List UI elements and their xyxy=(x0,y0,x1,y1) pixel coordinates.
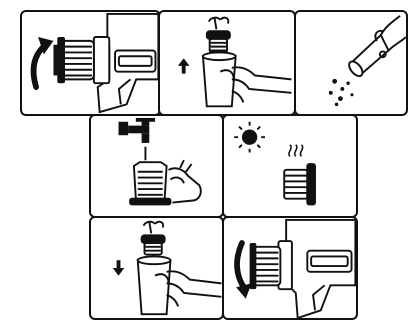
step-2-panel xyxy=(158,10,296,116)
filter-lift-from-cup-icon xyxy=(160,12,294,114)
vacuum-filter-reattach-icon xyxy=(224,218,356,318)
step-4-panel xyxy=(89,114,224,218)
filter-insert-into-cup-icon xyxy=(91,218,222,318)
step-1-panel xyxy=(20,10,161,116)
vacuum-filter-removal-icon xyxy=(22,12,159,114)
step-3-panel xyxy=(294,10,408,116)
air-dry-filter-in-sun-icon xyxy=(224,116,356,216)
empty-dust-cup-icon xyxy=(296,12,406,114)
step-7-panel xyxy=(222,216,358,320)
step-5-panel xyxy=(222,114,358,218)
rinse-filter-under-tap-icon xyxy=(91,116,222,216)
step-6-panel xyxy=(89,216,224,320)
